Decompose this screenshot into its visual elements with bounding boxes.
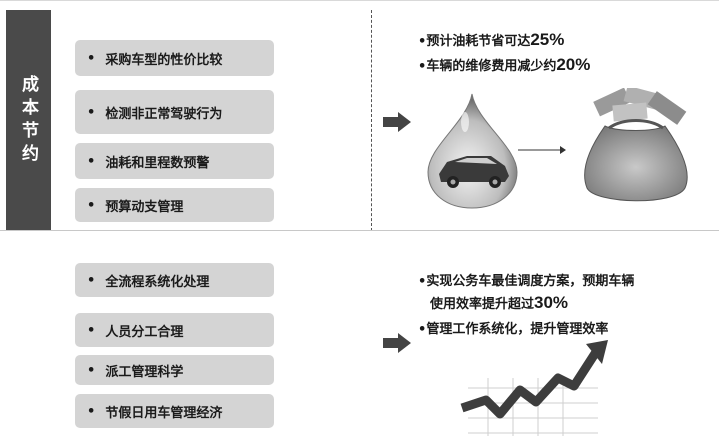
money-bag-image bbox=[584, 88, 688, 202]
cost-stat-2: •车辆的维修费用减少约20% bbox=[418, 55, 591, 74]
cost-item-3: •油耗和里程数预警 bbox=[75, 143, 274, 179]
cost-saving-label: 成本节约 bbox=[6, 10, 51, 231]
cost-item-4: •预算动支管理 bbox=[75, 188, 274, 222]
mgmt-item-text: 全流程系统化处理 bbox=[105, 274, 210, 290]
rising-arrow-chart-image bbox=[460, 340, 608, 436]
cost-stat-1: •预计油耗节省可达25% bbox=[418, 30, 565, 49]
mgmt-item-text: 派工管理科学 bbox=[105, 364, 184, 380]
right-arrow-icon bbox=[383, 112, 411, 132]
mgmt-stat-1-line1: •实现公务车最佳调度方案，预期车辆 bbox=[418, 274, 635, 289]
right-arrow-icon bbox=[383, 333, 411, 353]
mgmt-item-4: •节假日用车管理经济 bbox=[75, 394, 274, 428]
section-divider bbox=[371, 10, 372, 231]
mgmt-stat-2: •管理工作系统化，提升管理效率 bbox=[418, 322, 609, 337]
cost-item-text: 预算动支管理 bbox=[105, 199, 184, 215]
cost-item-text: 采购车型的性价比较 bbox=[105, 52, 223, 68]
cost-item-text: 油耗和里程数预警 bbox=[105, 155, 210, 171]
section-separator bbox=[0, 230, 719, 231]
thin-arrow-icon bbox=[518, 146, 566, 154]
side-label-text: 成本节约 bbox=[18, 74, 38, 167]
mgmt-item-text: 节假日用车管理经济 bbox=[105, 405, 223, 421]
cost-item-1: •采购车型的性价比较 bbox=[75, 40, 274, 76]
mgmt-stat-1-line2: 使用效率提升超过30% bbox=[430, 293, 569, 312]
cost-item-text: 检测非正常驾驶行为 bbox=[105, 106, 223, 122]
mgmt-item-2: •人员分工合理 bbox=[75, 313, 274, 347]
mgmt-item-1: •全流程系统化处理 bbox=[75, 263, 274, 297]
mgmt-item-3: •派工管理科学 bbox=[75, 355, 274, 385]
mgmt-item-text: 人员分工合理 bbox=[105, 324, 184, 340]
cost-item-2: •检测非正常驾驶行为 bbox=[75, 90, 274, 134]
top-rule bbox=[0, 0, 719, 1]
car-in-droplet-image bbox=[427, 93, 518, 209]
